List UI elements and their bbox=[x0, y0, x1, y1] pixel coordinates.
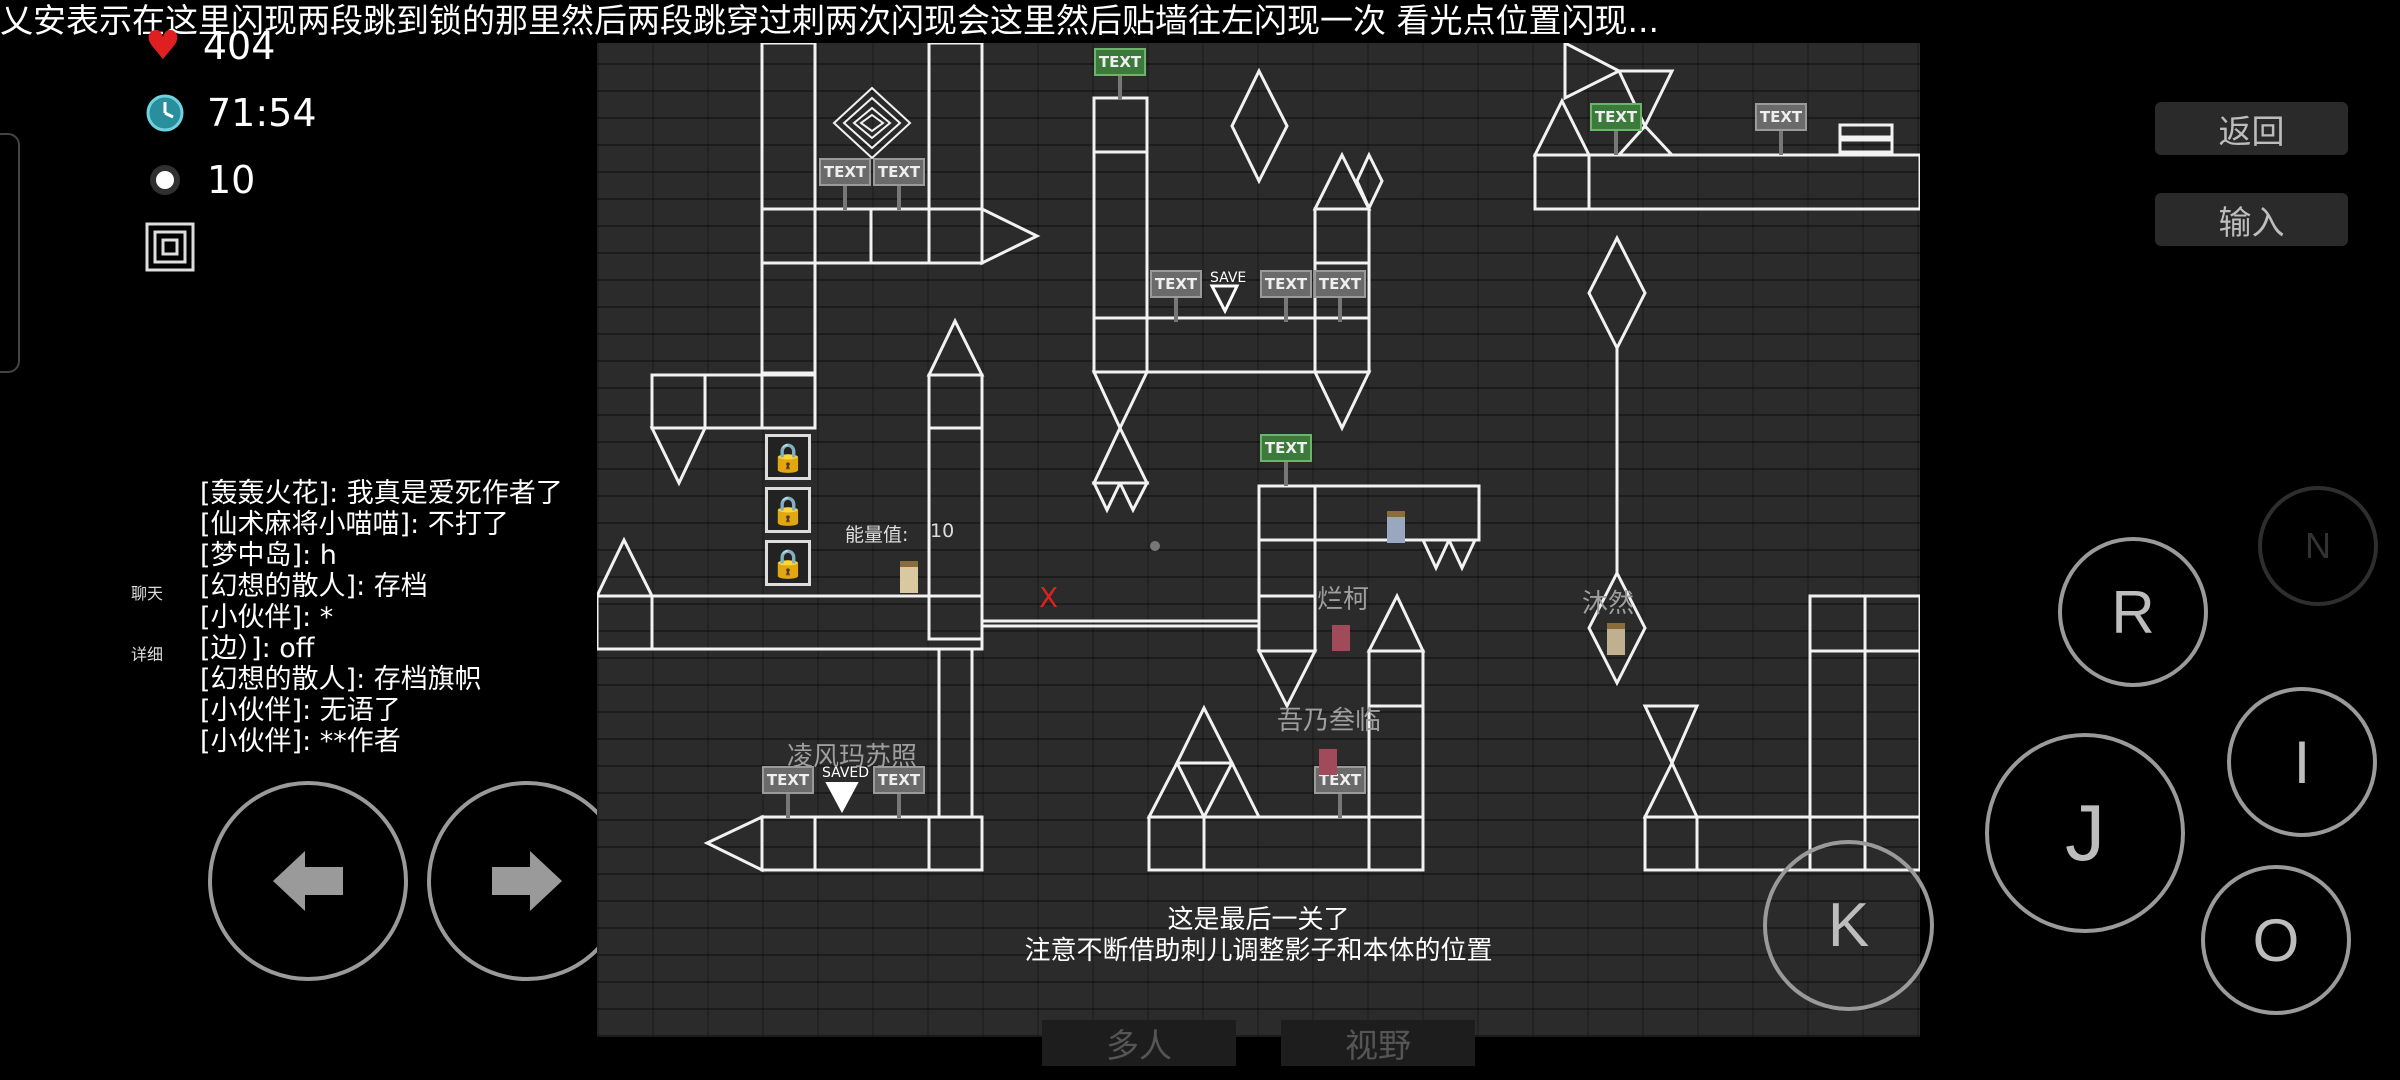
text-sign: TEXT bbox=[1314, 270, 1366, 322]
maze-icon[interactable] bbox=[145, 222, 195, 276]
target-x-mark: X bbox=[1039, 581, 1059, 614]
j-button[interactable]: J bbox=[1985, 733, 2185, 933]
top-message: 乂安表示在这里闪现两段跳到锁的那里然后两段跳穿过刺两次闪现会这里然后贴墙往左闪现… bbox=[0, 1, 1659, 40]
text-sign: TEXT bbox=[873, 766, 925, 818]
text-sign-green: TEXT bbox=[1260, 434, 1312, 486]
n-button[interactable]: N bbox=[2258, 486, 2378, 606]
player-character bbox=[900, 561, 918, 593]
player-name: 吾乃叁临 bbox=[1277, 706, 1382, 736]
side-drawer-handle[interactable] bbox=[0, 133, 20, 373]
text-sign: TEXT bbox=[762, 766, 814, 818]
o-button[interactable]: O bbox=[2201, 865, 2351, 1015]
level-tip-line2: 注意不断借助刺儿调整影子和本体的位置 bbox=[1024, 936, 1493, 966]
level-geometry bbox=[597, 43, 1920, 873]
detail-tab[interactable]: 详细 bbox=[131, 645, 164, 664]
chat-message: [幻想的散人]: 存档旗帜 bbox=[200, 664, 482, 695]
chat-message: [边）]: off bbox=[200, 633, 315, 664]
chat-message: [小伙伴]: **作者 bbox=[200, 726, 401, 757]
chat-tab[interactable]: 聊天 bbox=[131, 584, 164, 603]
text-sign: TEXT bbox=[1260, 270, 1312, 322]
input-button[interactable]: 输入 bbox=[2155, 193, 2348, 246]
player-character bbox=[1387, 511, 1405, 543]
text-sign: TEXT bbox=[1150, 270, 1202, 322]
lock-block: 🔒 bbox=[765, 540, 811, 586]
player-name: 凌风玛苏照 bbox=[787, 742, 918, 772]
game-viewport[interactable]: 🔒 🔒 🔒 TEXT TEXT TEXT TEXT TEXT TEXT TEXT… bbox=[597, 43, 1920, 1037]
chat-message: [轰轰火花]: 我真是爱死作者了 bbox=[200, 478, 563, 509]
view-button[interactable]: 视野 bbox=[1281, 1020, 1475, 1066]
chat-message: [幻想的散人]: 存档 bbox=[200, 571, 428, 602]
arrow-right-icon bbox=[492, 851, 562, 911]
r-button[interactable]: R bbox=[2058, 537, 2208, 687]
lock-block: 🔒 bbox=[765, 487, 811, 533]
heart-icon: ♥ bbox=[145, 23, 181, 69]
health-display: ♥ 404 bbox=[145, 24, 275, 68]
arrow-left-icon bbox=[273, 851, 343, 911]
move-left-button[interactable] bbox=[208, 781, 408, 981]
time-display: 71:54 bbox=[145, 91, 317, 135]
i-button[interactable]: I bbox=[2227, 687, 2377, 837]
health-value: 404 bbox=[202, 24, 276, 68]
text-sign: TEXT bbox=[1755, 103, 1807, 155]
player-character bbox=[1332, 625, 1350, 651]
clock-icon bbox=[146, 94, 184, 132]
text-sign: TEXT bbox=[819, 158, 871, 210]
text-sign-green: TEXT bbox=[1590, 103, 1642, 155]
player-character bbox=[1319, 749, 1337, 775]
save-label: SAVE bbox=[1210, 270, 1247, 286]
points-display: 10 bbox=[145, 158, 255, 202]
chat-message: [小伙伴]: * bbox=[200, 602, 334, 633]
level-tip-line1: 这是最后一关了 bbox=[1167, 905, 1350, 935]
player-name: 烂柯 bbox=[1317, 585, 1370, 615]
chat-message: [小伙伴]: 无语了 bbox=[200, 695, 401, 726]
text-sign: TEXT bbox=[873, 158, 925, 210]
player-character bbox=[1607, 623, 1625, 655]
back-button[interactable]: 返回 bbox=[2155, 102, 2348, 155]
chat-message: [梦中岛]: h bbox=[200, 540, 337, 571]
light-orb-icon bbox=[150, 165, 180, 195]
energy-label: 能量值: bbox=[845, 524, 909, 546]
lock-block: 🔒 bbox=[765, 434, 811, 480]
points-value: 10 bbox=[207, 158, 256, 202]
chat-message: [仙术麻将小喵喵]: 不打了 bbox=[200, 509, 509, 540]
player-name: 沐然 bbox=[1582, 589, 1635, 619]
text-sign-green: TEXT bbox=[1094, 48, 1146, 100]
energy-value: 10 bbox=[930, 520, 955, 542]
k-button[interactable]: K bbox=[1763, 840, 1934, 1011]
chat-log: [轰轰火花]: 我真是爱死作者了 [仙术麻将小喵喵]: 不打了 [梦中岛]: h… bbox=[200, 478, 563, 757]
time-value: 71:54 bbox=[207, 91, 317, 135]
saved-label: SAVED bbox=[822, 765, 870, 781]
multiplayer-button[interactable]: 多人 bbox=[1042, 1020, 1236, 1066]
